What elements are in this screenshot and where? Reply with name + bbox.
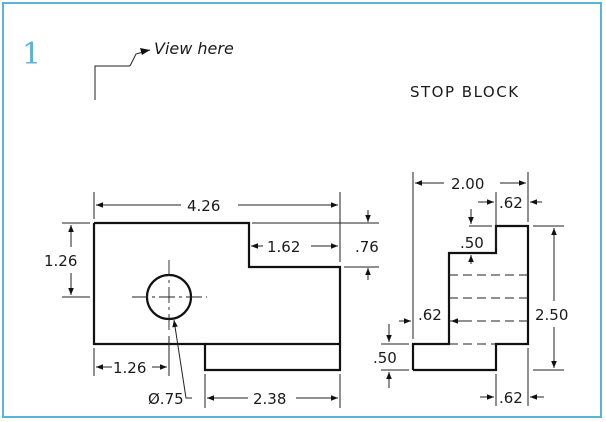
dim-side-height: 2.50 [535,306,568,324]
dim-overall-width: 4.26 [187,197,220,215]
drawing-title: STOP BLOCK [410,83,520,101]
dim-side-bottom-width: .62 [499,389,523,407]
side-dimensions: 2.00 .62 .50 2.50 .62 .50 .62 [373,172,568,407]
front-view-outline [92,221,342,372]
dim-step-depth: .76 [355,238,379,256]
dim-left-height: 1.26 [44,252,77,270]
dim-lower-width: 2.38 [253,390,286,408]
technical-drawing: 1 View here STOP BLOCK 4.26 1.62 .76 [22,37,568,408]
view-arrow-icon [140,48,150,55]
dim-side-left-offset: .62 [418,306,442,324]
figure-number: 1 [22,37,41,72]
dim-hole-x: 1.26 [113,359,146,377]
dim-side-top-width: .62 [499,194,523,212]
view-note: View here [154,39,234,58]
dim-hole-diameter: Ø.75 [148,390,184,408]
dim-step-width: 1.62 [267,238,300,256]
dim-side-bottom-height: .50 [373,349,397,367]
figure-frame: 1 View here STOP BLOCK 4.26 1.62 .76 [2,2,602,418]
view-indicator: View here [94,39,234,100]
dim-side-upper-depth: .50 [460,234,484,252]
front-dimensions: 4.26 1.62 .76 1.26 1.26 Ø.75 2.38 [44,192,379,408]
front-view [92,221,342,372]
dim-side-width: 2.00 [451,175,484,193]
